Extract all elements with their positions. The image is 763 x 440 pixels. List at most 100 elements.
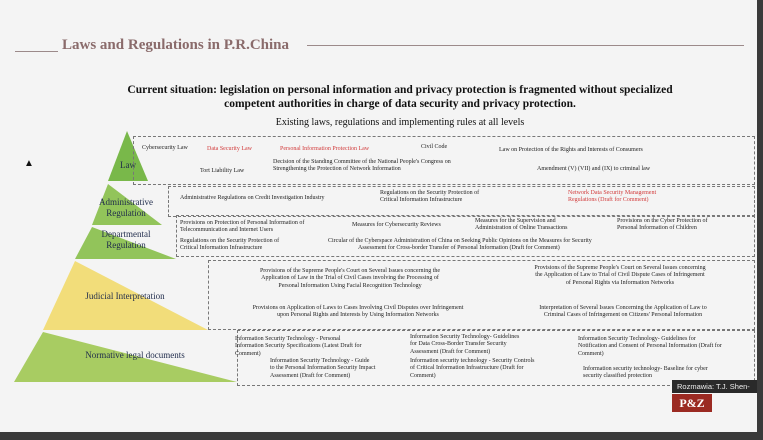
tier-normative-shape	[14, 332, 237, 382]
dept-telecom-line1: Provisions on Protection of Personal Inf…	[180, 220, 305, 226]
tier-label-dept-line2: Regulation	[106, 240, 146, 250]
judicial-civil-disputes: Provisions of the Supreme People's Court…	[490, 265, 750, 287]
admin-cii: Regulations on the Security Protection o…	[380, 190, 479, 205]
dept-telecom-users: Provisions on Protection of Personal Inf…	[180, 220, 304, 235]
dept-cii-regulations: Regulations on the Security Protection o…	[180, 238, 279, 253]
normative-impact-line3: Assessment (Draft for Comment)	[270, 372, 351, 379]
normative-cross-border: Information Security Technology- Guideli…	[410, 334, 560, 356]
window-edge-right	[757, 0, 763, 440]
tier-label-dept-line1: Departmental	[101, 229, 151, 239]
normative-controls-line3: Comment)	[410, 372, 436, 379]
slide-heading: Current situation: legislation on person…	[60, 83, 740, 111]
admin-cii-line1: Regulations on the Security Protection o…	[380, 190, 480, 196]
window-edge-bottom	[0, 432, 763, 440]
law-tort: Tort Liability Law	[200, 168, 245, 174]
normative-spec-line3: Comment)	[235, 350, 261, 357]
law-amendment: Amendment (V) (VII) and (IX) to criminal…	[537, 166, 651, 172]
title-divider-left	[15, 51, 58, 52]
judicial-criminal-line2: Criminal Cases of Infringement on Citize…	[543, 312, 703, 319]
law-box	[133, 136, 755, 185]
judicial-facial-line3: Personal Information Using Facial Recogn…	[278, 282, 422, 289]
law-consumer-rights: Law on Protection of the Rights and Inte…	[499, 147, 643, 153]
dept-cii-line2: Critical Information Infrastructure	[180, 245, 263, 252]
admin-ndsm-line2: Regulations (Draft for Comment)	[568, 197, 649, 204]
judicial-disputes-line2: the Application of Law to Trial of Civil…	[535, 272, 705, 279]
judicial-infringement-line2: upon Personal Rights and Interests by Us…	[277, 312, 439, 319]
judicial-disputes-line1: Provisions of the Supreme People's Court…	[534, 265, 706, 271]
admin-network-data-security: Network Data Security Management Regulat…	[568, 190, 656, 205]
law-cybersecurity: Cybersecurity Law	[142, 145, 188, 151]
normative-consent-line3: Comment)	[578, 350, 604, 357]
heading-line-1: Current situation: legislation on person…	[127, 84, 673, 96]
judicial-interpretation-box	[208, 260, 755, 330]
pz-logo: P&Z	[672, 394, 712, 412]
dept-children-line2: Personal Information of Children	[617, 225, 697, 232]
normative-consent-line1: Information Security Technology- Guideli…	[578, 336, 696, 342]
judicial-criminal-cases: Interpretation of Several Issues Concern…	[497, 305, 749, 320]
tier-dept-shape	[75, 227, 176, 259]
dept-online-line2: Administration of Online Transactions	[475, 225, 568, 232]
heading-line-2: competent authorities in charge of data …	[224, 98, 576, 110]
normative-consent-line2: Notification and Consent of Personal Inf…	[578, 343, 722, 350]
normative-impact-line2: to the Personal Information Security Imp…	[270, 365, 376, 372]
normative-cross-line1: Information Security Technology- Guideli…	[410, 334, 520, 340]
tier-admin-shape	[92, 184, 162, 225]
dept-online-line1: Measures for the Supervision and	[475, 218, 556, 224]
judicial-facial-line1: Provisions of the Supreme People's Court…	[259, 268, 441, 274]
dept-children: Provisions on the Cyber Protection of Pe…	[617, 218, 708, 233]
normative-pi-security-spec: Information Security Technology - Person…	[235, 336, 398, 358]
normative-controls-line2: of Critical Information Infrastructure (…	[410, 365, 524, 372]
dept-circular-line2: Assessment for Cross-border Transfer of …	[358, 245, 560, 252]
presentation-slide: Laws and Regulations in P.R.China Curren…	[0, 0, 757, 432]
law-decision: Decision of the Standing Committee of th…	[273, 159, 451, 174]
judicial-facial-line2: Application of Law in the Trial of Civil…	[261, 275, 439, 282]
dept-telecom-line2: Telecommunication and Internet Users	[180, 227, 274, 234]
law-decision-line2: Strengthening the Protection of Network …	[273, 166, 401, 173]
judicial-criminal-line1: Interpretation of Several Issues Concern…	[539, 305, 707, 311]
title-divider-right	[307, 45, 744, 46]
normative-cross-line3: Assessment (Draft for Comment)	[410, 348, 491, 355]
tier-label-law: Law	[120, 160, 136, 170]
judicial-disputes-line3: of Personal Rights via Information Netwo…	[565, 279, 675, 286]
admin-ndsm-line1: Network Data Security Management	[568, 190, 657, 196]
normative-cii-controls: Information security technology - Securi…	[410, 358, 560, 380]
admin-credit-investigation: Administrative Regulations on Credit Inv…	[180, 195, 325, 201]
normative-baseline-line2: security classified protection	[583, 373, 652, 380]
normative-notification-consent: Information Security Technology- Guideli…	[578, 336, 750, 358]
dept-cybersecurity-reviews: Measures for Cybersecurity Reviews	[352, 222, 441, 228]
law-pipl: Personal Information Protection Law	[280, 146, 370, 152]
judicial-infringement-networks: Provisions on Application of Laws to Cas…	[213, 305, 503, 320]
tier-label-admin-line2: Regulation	[106, 208, 146, 218]
tier-label-admin-line1: Administrative	[99, 197, 153, 207]
tier-law-shape	[108, 131, 148, 181]
dept-online-transactions: Measures for the Supervision and Adminis…	[475, 218, 568, 233]
normative-impact-assessment: Information Security Technology - Guide …	[270, 358, 405, 380]
law-civil-code: Civil Code	[421, 144, 448, 150]
normative-impact-line1: Information Security Technology - Guide	[270, 358, 370, 364]
normative-classified-protection: Information security technology- Baselin…	[583, 366, 743, 381]
law-data-security: Data Security Law	[207, 146, 252, 152]
normative-documents-box	[237, 330, 755, 386]
normative-baseline-line1: Information security technology- Baselin…	[583, 366, 708, 372]
pyramid-diagram	[14, 131, 237, 382]
speaker-caption: Rozmawia: T.J. Shen-	[672, 380, 763, 393]
normative-controls-line1: Information security technology - Securi…	[410, 358, 535, 364]
normative-spec-line1: Information Security Technology - Person…	[235, 336, 341, 342]
dept-circular-line1: Circular of the Cyberspace Administratio…	[328, 238, 592, 244]
judicial-infringement-line1: Provisions on Application of Laws to Cas…	[252, 305, 464, 311]
normative-cross-line2: for Data Cross-Border Transfer Security	[410, 341, 507, 348]
normative-spec-line2: Information Security Specifications (Lat…	[235, 343, 362, 350]
tier-judicial-shape	[43, 261, 208, 330]
tier-label-departmental: Departmental Regulation	[90, 229, 162, 251]
slide-title: Laws and Regulations in P.R.China	[62, 37, 290, 53]
tier-label-normative: Normative legal documents	[85, 350, 185, 360]
judicial-facial-recognition: Provisions of the Supreme People's Court…	[220, 268, 480, 290]
tier-label-judicial: Judicial Interpretation	[85, 291, 165, 301]
mouse-cursor-icon: ▲	[24, 158, 34, 169]
administrative-regulation-box	[168, 186, 755, 217]
dept-cii-line1: Regulations on the Security Protection o…	[180, 238, 280, 244]
dept-children-line1: Provisions on the Cyber Protection of	[617, 218, 708, 224]
tier-label-administrative: Administrative Regulation	[95, 197, 157, 219]
admin-cii-line2: Critical Information Infrastructure	[380, 197, 463, 204]
law-decision-line1: Decision of the Standing Committee of th…	[273, 159, 451, 165]
